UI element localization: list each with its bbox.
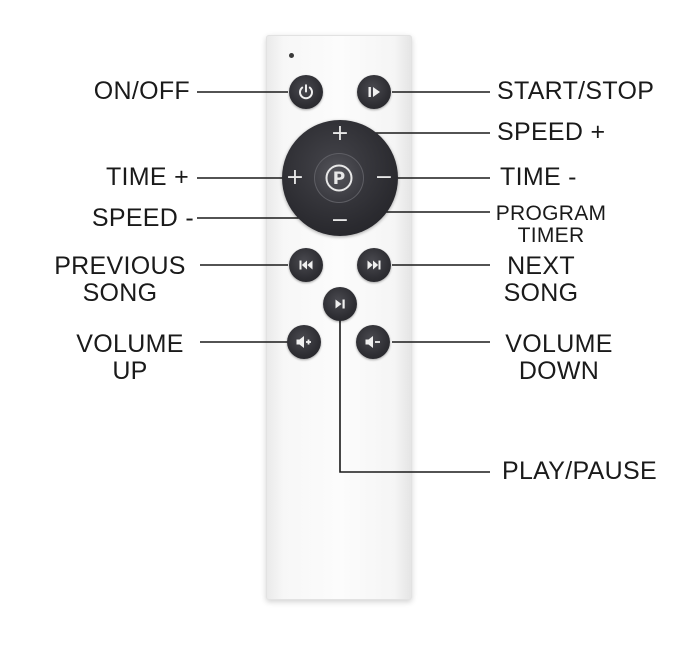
label-previous-song-line2: SONG bbox=[82, 279, 158, 307]
label-program-timer-line2: TIMER bbox=[517, 224, 585, 247]
label-program-timer: PROGRAM TIMER bbox=[487, 203, 615, 247]
label-previous-song: PREVIOUS SONG bbox=[46, 253, 194, 307]
volume-down-button[interactable] bbox=[356, 325, 390, 359]
label-next-song-line1: NEXT bbox=[507, 252, 575, 280]
label-volume-up-line1: VOLUME bbox=[76, 330, 184, 358]
time-minus-key[interactable]: − bbox=[374, 165, 394, 190]
skip-forward-icon bbox=[367, 260, 381, 270]
volume-up-button[interactable] bbox=[287, 325, 321, 359]
label-volume-up: VOLUME UP bbox=[66, 331, 194, 385]
label-start-stop: START/STOP bbox=[497, 77, 655, 105]
indicator-led bbox=[289, 53, 294, 58]
next-song-button[interactable] bbox=[357, 248, 391, 282]
program-timer-icon: P bbox=[325, 164, 353, 192]
program-glyph: P bbox=[333, 169, 345, 189]
label-play-pause: PLAY/PAUSE bbox=[502, 457, 657, 485]
label-volume-up-line2: UP bbox=[112, 357, 148, 385]
label-speed-plus: SPEED + bbox=[497, 118, 606, 146]
label-program-timer-line1: PROGRAM bbox=[495, 202, 607, 225]
program-timer-button[interactable]: P bbox=[314, 153, 364, 203]
play-stop-icon bbox=[368, 87, 380, 97]
skip-back-icon bbox=[299, 260, 313, 270]
leader-play-pause bbox=[339, 318, 490, 473]
speed-plus-key[interactable]: + bbox=[330, 121, 350, 146]
power-icon bbox=[299, 84, 313, 100]
previous-song-button[interactable] bbox=[289, 248, 323, 282]
label-next-song: NEXT SONG bbox=[496, 253, 586, 307]
label-volume-down-line1: VOLUME bbox=[505, 330, 613, 358]
play-pause-icon bbox=[335, 299, 345, 309]
time-plus-key[interactable]: + bbox=[285, 165, 305, 190]
start-stop-button[interactable] bbox=[357, 75, 391, 109]
volume-up-icon bbox=[296, 336, 311, 348]
label-on-off: ON/OFF bbox=[93, 77, 190, 105]
speed-minus-key[interactable]: − bbox=[330, 208, 350, 233]
label-time-minus: TIME - bbox=[500, 163, 577, 191]
volume-down-icon bbox=[365, 336, 380, 348]
label-volume-down: VOLUME DOWN bbox=[495, 331, 623, 385]
label-speed-minus: SPEED - bbox=[91, 204, 194, 232]
play-pause-button[interactable] bbox=[323, 287, 357, 321]
label-previous-song-line1: PREVIOUS bbox=[54, 252, 186, 280]
label-volume-down-line2: DOWN bbox=[518, 357, 600, 385]
label-time-plus: TIME + bbox=[105, 163, 189, 191]
power-button[interactable] bbox=[289, 75, 323, 109]
label-next-song-line2: SONG bbox=[503, 279, 579, 307]
